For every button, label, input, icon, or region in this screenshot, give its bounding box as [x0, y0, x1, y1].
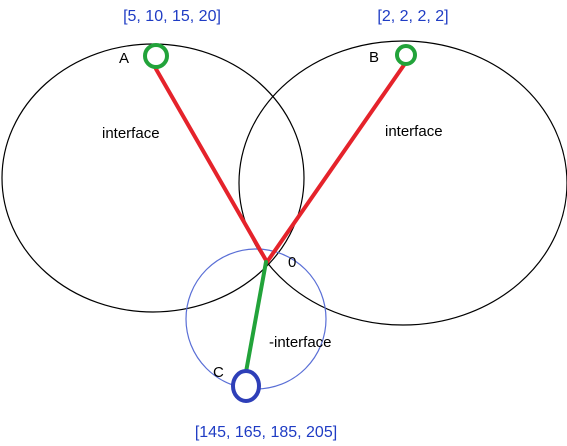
node-a-label: A: [119, 50, 129, 67]
link-c-origin: [244, 260, 268, 374]
origin-label: 0: [288, 254, 296, 271]
node-c-marker: [231, 369, 261, 403]
interface-ring-b: [238, 40, 567, 326]
node-a-marker: [143, 43, 169, 69]
node-b-label: B: [369, 49, 379, 66]
node-c-label: C: [213, 364, 224, 381]
node-b-values: [2, 2, 2, 2]: [377, 8, 448, 25]
link-a-origin: [154, 67, 269, 264]
node-b-marker: [395, 44, 417, 66]
interface-label-a: interface: [102, 125, 160, 142]
interface-label-b: interface: [385, 123, 443, 140]
node-c-values: [145, 165, 185, 205]: [195, 424, 337, 441]
interface-ring-a: [1, 43, 305, 313]
link-b-origin: [265, 63, 406, 264]
node-a-values: [5, 10, 15, 20]: [123, 8, 221, 25]
interface-label-c: -interface: [269, 334, 332, 351]
